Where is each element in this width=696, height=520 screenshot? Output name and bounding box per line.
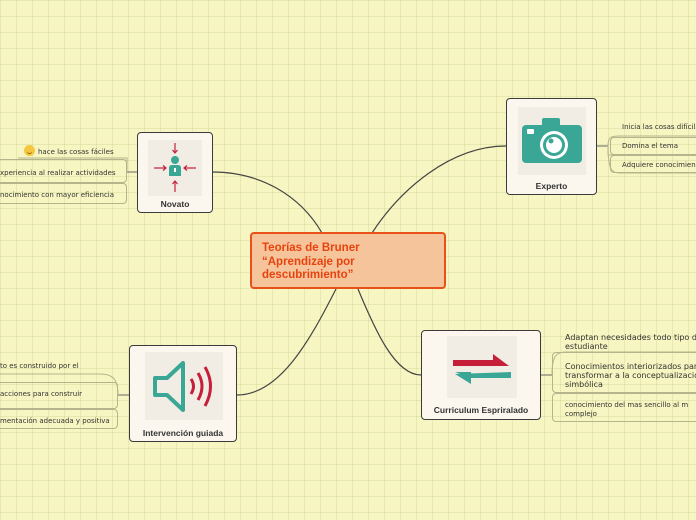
speaker-icon	[145, 352, 223, 420]
curriculum-item-1[interactable]: Adaptan necesidades todo tipo d estudian…	[565, 333, 696, 351]
intervencion-leaf-box-2	[0, 409, 118, 429]
intervencion-item-3[interactable]: mentación adecuada y positiva	[0, 417, 110, 425]
novato-item-1[interactable]: hace las cosas fáciles	[24, 145, 114, 156]
experto-leaf-box-1	[610, 137, 696, 155]
experto-item-3[interactable]: Adquiere conocimien	[622, 161, 696, 169]
smiley-icon	[24, 145, 35, 156]
curriculum-label: Curriculum Espriralado	[433, 405, 529, 415]
intervencion-leaf-box-1	[0, 382, 118, 409]
experto-node[interactable]: Experto	[506, 98, 597, 195]
novato-leaf-box-1	[0, 159, 127, 183]
curriculum-item-2[interactable]: Conocimientos interiorizados par transfo…	[565, 362, 696, 389]
novato-label: Novato	[160, 199, 190, 209]
intervencion-label: Intervención guiada	[142, 428, 224, 438]
person-arrows-icon	[148, 140, 202, 196]
novato-leaf-box-2	[0, 183, 127, 204]
experto-leaf-box-2	[610, 155, 696, 173]
central-title-line-3: descubrimiento”	[262, 269, 354, 281]
experto-label: Experto	[535, 181, 568, 191]
central-title-line-1: Teorías de Bruner	[262, 242, 360, 254]
curriculum-node[interactable]: Curriculum Espriralado	[421, 330, 541, 420]
central-title-line-2: “Aprendizaje por	[262, 255, 355, 268]
curriculum-leaf-box-2	[552, 393, 696, 422]
intervencion-item-2[interactable]: acciones para construir	[0, 390, 83, 398]
novato-node[interactable]: Novato	[137, 132, 213, 213]
curriculum-item-3[interactable]: conocimiento del mas sencillo al m compl…	[565, 401, 689, 418]
camera-icon	[518, 107, 586, 175]
intervencion-node[interactable]: Intervención guiada	[129, 345, 237, 442]
novato-item-1-label: hace las cosas fáciles	[38, 148, 114, 156]
experto-item-2[interactable]: Domina el tema	[622, 142, 679, 150]
curriculum-leaf-box-1	[552, 352, 696, 393]
intervencion-item-1[interactable]: to es construido por el	[0, 362, 79, 370]
novato-item-3[interactable]: nocimiento con mayor eficiencia	[0, 191, 115, 199]
experto-item-1[interactable]: Inicia las cosas difícil	[622, 123, 696, 131]
central-topic[interactable]: Teorías de Bruner “Aprendizaje por descu…	[250, 232, 446, 289]
swap-arrows-icon	[447, 336, 517, 398]
novato-item-2[interactable]: xperiencia al realizar actividades	[0, 169, 116, 177]
